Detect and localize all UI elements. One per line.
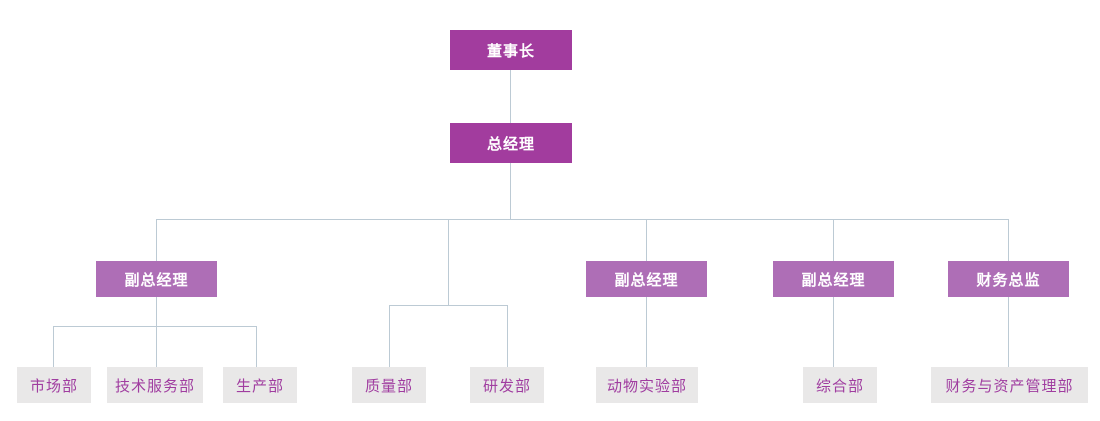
connector-gm-mainline xyxy=(510,163,511,220)
node-dept-general: 综合部 xyxy=(803,367,877,403)
connector-vp3-general xyxy=(833,297,834,367)
node-dept-animal-lab: 动物实验部 xyxy=(596,367,698,403)
connector-drop-tech-service xyxy=(156,326,157,367)
node-vp2: 副总经理 xyxy=(586,261,707,297)
connector-vp2-animal-lab xyxy=(646,297,647,367)
connector-qa-rnd-horizontal xyxy=(389,305,507,306)
connector-drop-production xyxy=(256,326,257,367)
node-vp3: 副总经理 xyxy=(773,261,894,297)
node-dept-market: 市场部 xyxy=(17,367,91,403)
connector-main-horizontal xyxy=(156,219,1009,220)
node-dept-production: 生产部 xyxy=(223,367,297,403)
connector-vp1-horizontal xyxy=(53,326,257,327)
connector-drop-cfo xyxy=(1008,219,1009,261)
node-dept-finance-assets: 财务与资产管理部 xyxy=(931,367,1088,403)
connector-drop-market xyxy=(53,326,54,367)
connector-drop-vp1 xyxy=(156,219,157,261)
node-dept-tech-service: 技术服务部 xyxy=(107,367,203,403)
node-general-manager: 总经理 xyxy=(450,123,572,163)
node-vp1: 副总经理 xyxy=(96,261,217,297)
connector-drop-quality xyxy=(389,305,390,367)
connector-vp1-split xyxy=(156,297,157,326)
connector-drop-rnd xyxy=(507,305,508,367)
connector-chairman-gm xyxy=(510,70,511,123)
connector-drop-qa-rnd xyxy=(448,219,449,305)
node-chairman: 董事长 xyxy=(450,30,572,70)
connector-drop-vp2 xyxy=(646,219,647,261)
node-dept-rnd: 研发部 xyxy=(470,367,544,403)
node-cfo: 财务总监 xyxy=(948,261,1069,297)
node-dept-quality: 质量部 xyxy=(352,367,426,403)
connector-cfo-finance-assets xyxy=(1008,297,1009,367)
connector-drop-vp3 xyxy=(833,219,834,261)
